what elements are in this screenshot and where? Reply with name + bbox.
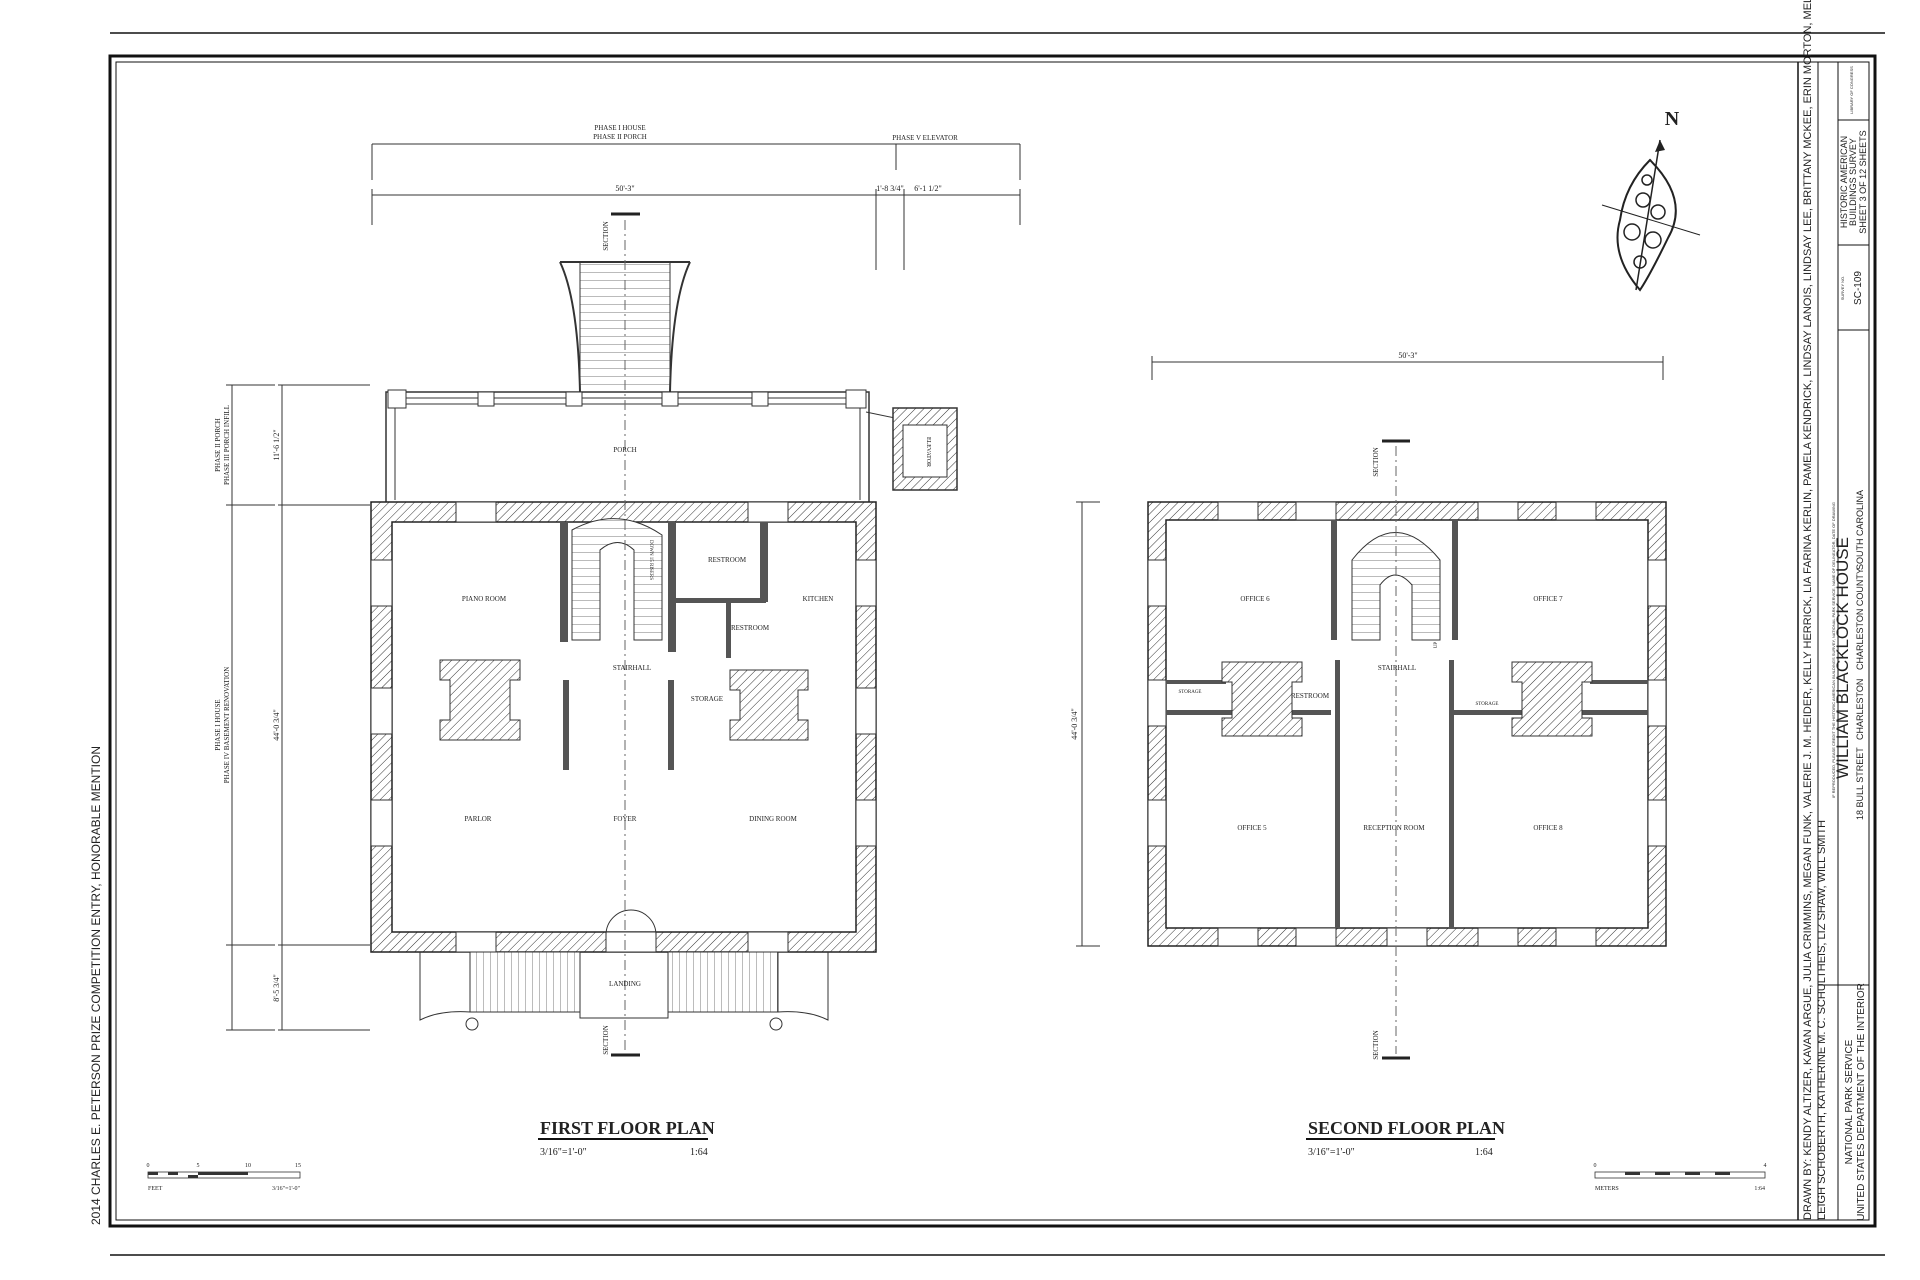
second-floor-section-marks xyxy=(1382,439,1410,1060)
room-office-7: OFFICE 7 xyxy=(1533,595,1563,603)
first-floor-scale: 3/16"=1'-0" xyxy=(540,1147,587,1158)
room-office-5: OFFICE 5 xyxy=(1237,824,1267,832)
second-floor-curved-stair xyxy=(1351,532,1441,641)
survey-name-2: BUILDINGS SURVEY xyxy=(1848,138,1858,226)
second-floor-ratio: 1:64 xyxy=(1475,1147,1493,1158)
building-name: WILLIAM BLACKLOCK HOUSE xyxy=(1833,537,1852,779)
survey-name-1: HISTORIC AMERICAN xyxy=(1839,136,1849,228)
second-floor-dimensions xyxy=(1076,356,1664,947)
first-floor-section-marks xyxy=(611,212,640,1057)
stair-note-second: UP xyxy=(1434,642,1439,649)
credits-line-1: DRAWN BY: KENDY ALTIZER, KAVAN ARGUE, JU… xyxy=(1802,0,1814,1220)
side-porch-phase-1: PHASE II PORCH xyxy=(214,418,222,472)
first-floor-plan: PHASE I HOUSE PHASE II PORCH PHASE V ELE… xyxy=(147,124,1021,1192)
room-elevator: ELEVATOR xyxy=(925,437,931,467)
phase-house-label: PHASE I HOUSE xyxy=(594,124,645,132)
north-label: N xyxy=(1665,108,1680,130)
credits-line-2: LEIGH SCHOBERTH, KATHERINE M. C. SCHULTH… xyxy=(1816,820,1828,1220)
title-block: DRAWN BY: KENDY ALTIZER, KAVAN ARGUE, JU… xyxy=(1797,0,1869,1221)
scale-unit-feet: FEET xyxy=(148,1186,163,1192)
second-floor-scale-bar: 0 4 METERS 1:64 xyxy=(1594,1163,1767,1192)
room-parlor: PARLOR xyxy=(465,815,492,823)
room-storage-right: STORAGE xyxy=(1476,702,1499,707)
scale-unit-ratio-2: 1:64 xyxy=(1754,1186,1765,1192)
phase-porch-label: PHASE II PORCH xyxy=(593,133,647,141)
first-floor-interior-walls xyxy=(560,522,768,770)
room-office-6: OFFICE 6 xyxy=(1240,595,1270,603)
room-dining: DINING ROOM xyxy=(749,815,797,823)
second-floor-scale: 3/16"=1'-0" xyxy=(1308,1147,1355,1158)
survey-no-label: SURVEY NO. xyxy=(1840,276,1845,301)
phase-elevator-label: PHASE V ELEVATOR xyxy=(892,134,958,142)
m-scale-tick-4: 4 xyxy=(1764,1163,1767,1169)
north-arrow-icon: N xyxy=(1601,108,1701,292)
first-floor-title: FIRST FLOOR PLAN xyxy=(540,1118,715,1138)
elevator xyxy=(865,407,958,491)
stair-note-first: DOWN 15 RISERS xyxy=(648,540,653,580)
scale-tick-15: 15 xyxy=(295,1163,301,1169)
second-floor-plan: 50'-3" 44'-0 3/4" xyxy=(1070,351,1767,1192)
room-landing: LANDING xyxy=(609,980,641,988)
second-floor-windows xyxy=(1147,501,1667,947)
dim-width-mid: 1'-8 3/4" xyxy=(876,184,904,193)
address-city: CHARLESTON xyxy=(1855,679,1865,740)
dim-house-depth: 44'-0 3/4" xyxy=(272,709,281,741)
room-restroom-2: RESTROOM xyxy=(731,624,770,632)
dim-width-elevator: 6'-1 1/2" xyxy=(914,184,942,193)
second-dim-height: 44'-0 3/4" xyxy=(1070,708,1079,740)
first-floor-side-dimensions xyxy=(226,384,370,1031)
scale-tick-5: 5 xyxy=(197,1163,200,1169)
competition-note: 2014 CHARLES E. PETERSON PRIZE COMPETITI… xyxy=(89,746,103,1225)
side-house-phase-1: PHASE I HOUSE xyxy=(214,699,222,750)
second-floor-fireplaces xyxy=(1221,661,1593,737)
address-street: 18 BULL STREET xyxy=(1855,747,1865,820)
room-stairhall: STAIRHALL xyxy=(613,664,651,672)
first-floor-curved-stair xyxy=(571,518,663,641)
side-porch-phase-2: PHASE III PORCH INFILL xyxy=(223,405,231,485)
second-floor-section-label-top: SECTION xyxy=(1372,447,1380,477)
survey-no: SC-109 xyxy=(1853,271,1864,305)
first-floor-windows xyxy=(370,501,877,953)
agency-doi: UNITED STATES DEPARTMENT OF THE INTERIOR xyxy=(1856,983,1867,1221)
side-house-phase-2: PHASE IV BASEMENT RENOVATION xyxy=(223,667,231,783)
scale-unit-meters: METERS xyxy=(1595,1186,1619,1192)
address-county: CHARLESTON COUNTY xyxy=(1855,568,1865,670)
scale-tick-10: 10 xyxy=(245,1163,251,1169)
first-floor-top-dimensions xyxy=(371,143,1021,270)
dim-porch-depth: 11'-6 1/2" xyxy=(272,429,281,460)
first-floor-scale-bar: 0 5 10 15 FEET 3/16"=1'-0" xyxy=(147,1163,302,1192)
room-storage: STORAGE xyxy=(691,695,723,703)
room-kitchen: KITCHEN xyxy=(803,595,834,603)
room-storage-left: STORAGE xyxy=(1179,690,1202,695)
agency-nps: NATIONAL PARK SERVICE xyxy=(1844,1039,1855,1164)
reproduction-note: IF REPRODUCED, PLEASE CREDIT THE HISTORI… xyxy=(1831,502,1836,798)
second-floor-section-label-bottom: SECTION xyxy=(1372,1030,1380,1060)
second-floor-title: SECOND FLOOR PLAN xyxy=(1308,1118,1505,1138)
first-floor-ratio: 1:64 xyxy=(690,1147,708,1158)
index-note: LIBRARY OF CONGRESS xyxy=(1849,66,1854,114)
second-dim-width: 50'-3" xyxy=(1398,351,1417,360)
m-scale-tick-0: 0 xyxy=(1594,1163,1597,1169)
first-floor-fireplaces xyxy=(439,659,809,741)
scale-unit-ratio: 3/16"=1'-0" xyxy=(272,1186,301,1192)
room-foyer: FOYER xyxy=(614,815,637,823)
room-piano: PIANO ROOM xyxy=(462,595,507,603)
sheet-border xyxy=(108,32,1885,1256)
scale-tick-0: 0 xyxy=(147,1163,150,1169)
room-reception: RECEPTION ROOM xyxy=(1363,824,1425,832)
room-office-8: OFFICE 8 xyxy=(1533,824,1563,832)
address-state: SOUTH CAROLINA xyxy=(1855,490,1865,570)
first-floor-entry xyxy=(419,909,829,1031)
room-restroom-1: RESTROOM xyxy=(708,556,747,564)
dim-width-main: 50'-3" xyxy=(615,184,634,193)
sheet-number: SHEET 3 OF 12 SHEETS xyxy=(1858,130,1868,233)
dim-landing-depth: 8'-5 3/4" xyxy=(272,974,281,1002)
room-stairhall-2: STAIRHALL xyxy=(1378,664,1416,672)
first-floor-section-label-bottom: SECTION xyxy=(602,1025,610,1055)
room-porch: PORCH xyxy=(613,446,636,454)
room-restroom-2f: RESTROOM xyxy=(1291,692,1330,700)
first-floor-section-label-top: SECTION xyxy=(602,221,610,251)
